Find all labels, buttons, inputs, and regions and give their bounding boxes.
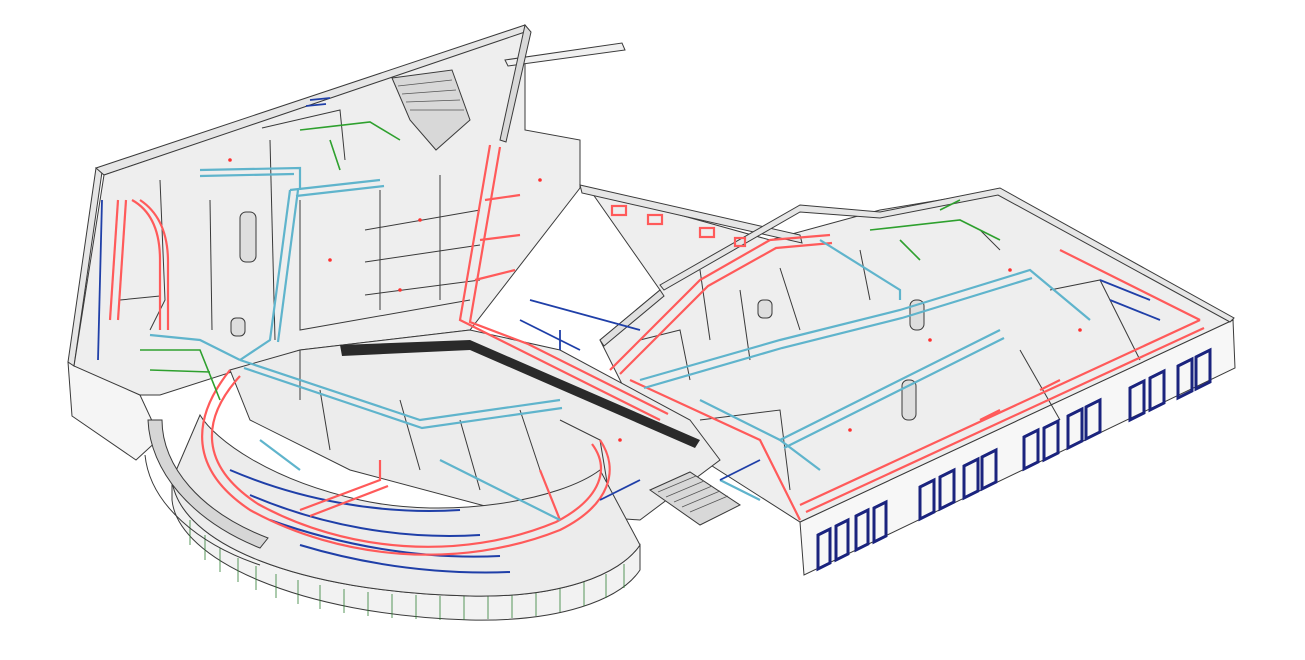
plumbing-network [97,97,1161,501]
window [872,499,888,545]
window [1128,378,1146,423]
auditorium-seating-pipes [229,469,511,574]
window [1176,356,1194,401]
fixtures [228,158,1082,442]
window [1042,418,1060,463]
auditorium-floor [171,413,641,597]
window [854,507,870,553]
return-air-duct-network [149,166,1091,521]
window [1148,368,1166,413]
window [962,456,980,501]
window [1022,427,1040,472]
window [834,517,850,563]
east-wing-north-wall [579,184,803,244]
corridor-shadow [340,340,700,448]
auditorium [144,413,641,621]
window [1084,397,1102,442]
window [918,477,936,522]
auditorium-ring-wall [147,419,269,549]
east-wing [579,184,1236,576]
window [938,467,956,512]
curtain-wall-mullions [189,520,625,620]
window [980,447,998,492]
roof-beam [504,42,626,67]
east-wing-west-wall [599,289,665,347]
east-stair [648,471,741,526]
window [1194,347,1212,392]
window [816,526,832,572]
supply-air-duct-network [108,144,1205,556]
window [1066,406,1084,451]
facade-windows [816,347,1212,572]
east-wing-north-wall-2 [659,187,1235,323]
angled-wall [499,23,532,143]
sprinkler-network [140,121,1001,401]
